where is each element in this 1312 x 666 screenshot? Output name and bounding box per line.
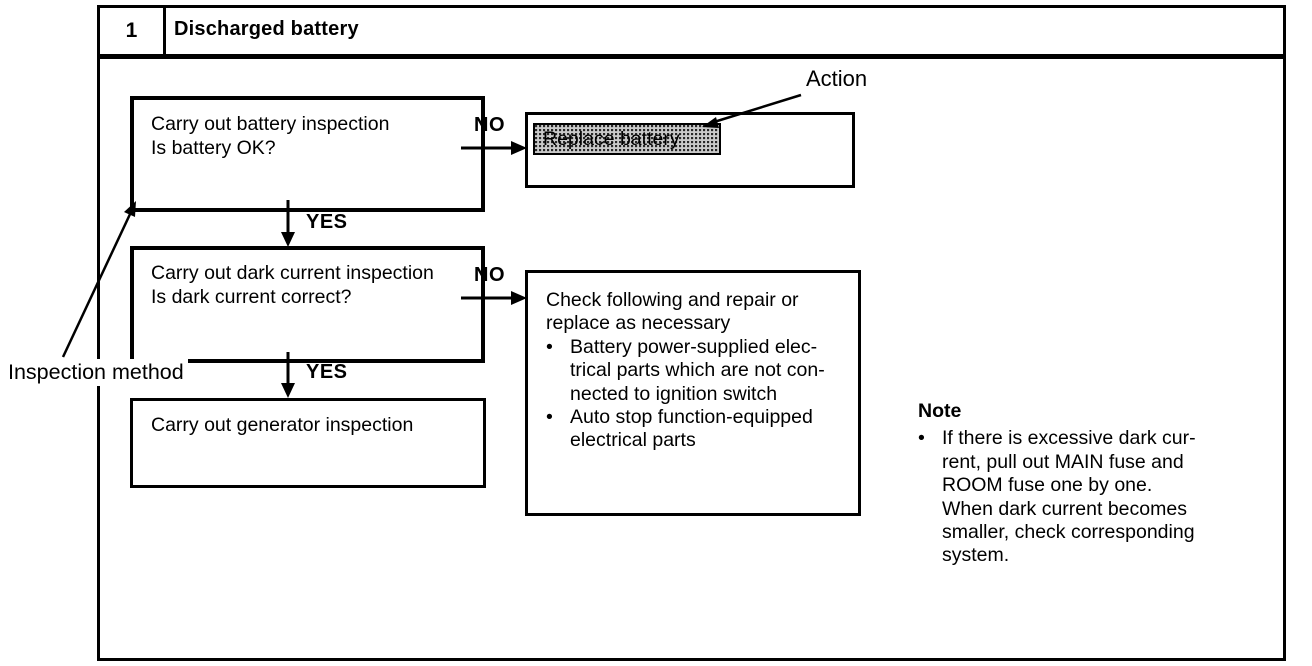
flow-box-battery-inspection: Carry out battery inspection Is battery … [130, 96, 485, 212]
branch-no-label: NO [474, 264, 505, 286]
flow-box-line: Is battery OK? [151, 136, 276, 159]
flow-box-generator-inspection: Carry out generator inspection [130, 398, 486, 488]
page-title: Discharged battery [174, 18, 359, 40]
bullet-icon: • [918, 427, 925, 450]
check-box-line: Check following and repair or [546, 289, 799, 311]
action-annotation: Action [806, 66, 868, 91]
check-box-line: replace as necessary [546, 312, 731, 335]
flow-box-line: Is dark current correct? [151, 285, 352, 308]
bullet-icon: • [546, 406, 553, 429]
note-line: rent, pull out MAIN fuse and [942, 450, 1184, 473]
note-line: smaller, check corresponding [942, 521, 1195, 544]
note-line: system. [942, 544, 1010, 567]
note-title: Note [918, 400, 962, 422]
branch-yes-label: YES [306, 211, 348, 233]
note-bullet-item: • If there is excessive dark cur- [918, 427, 1248, 450]
flow-box-line: Carry out generator inspection [151, 414, 414, 436]
note-line: When dark current becomes [942, 497, 1187, 520]
check-box-bullet-item: • Battery power-supplied elec- [546, 336, 852, 359]
check-box-bullet-item: • Auto stop function-equipped [546, 406, 852, 429]
check-box-line: electrical parts [570, 429, 696, 452]
flow-box-line: Carry out dark current inspection [151, 262, 434, 284]
branch-no-label: NO [474, 114, 505, 136]
inspection-method-annotation: Inspection method [4, 359, 188, 386]
branch-yes-label: YES [306, 361, 348, 383]
diagram-frame [97, 56, 1286, 661]
note-line: If there is excessive dark cur- [942, 427, 1196, 450]
section-number: 1 [97, 5, 166, 57]
highlighted-action: Replace battery [533, 123, 721, 155]
check-box-line: Battery power-supplied elec- [570, 335, 818, 358]
flow-box-dark-current-inspection: Carry out dark current inspection Is dar… [130, 246, 485, 363]
check-box-line: nected to ignition switch [570, 382, 778, 405]
flow-box-line: Carry out battery inspection [151, 113, 390, 135]
bullet-icon: • [546, 335, 553, 358]
check-box-line: Auto stop function-equipped [570, 406, 813, 429]
check-box-line: trical parts which are not con- [570, 359, 825, 382]
check-repair-box: Check following and repair or replace as… [525, 270, 861, 516]
note-block: Note • If there is excessive dark cur- r… [918, 400, 1248, 568]
note-line: ROOM fuse one by one. [942, 474, 1153, 497]
